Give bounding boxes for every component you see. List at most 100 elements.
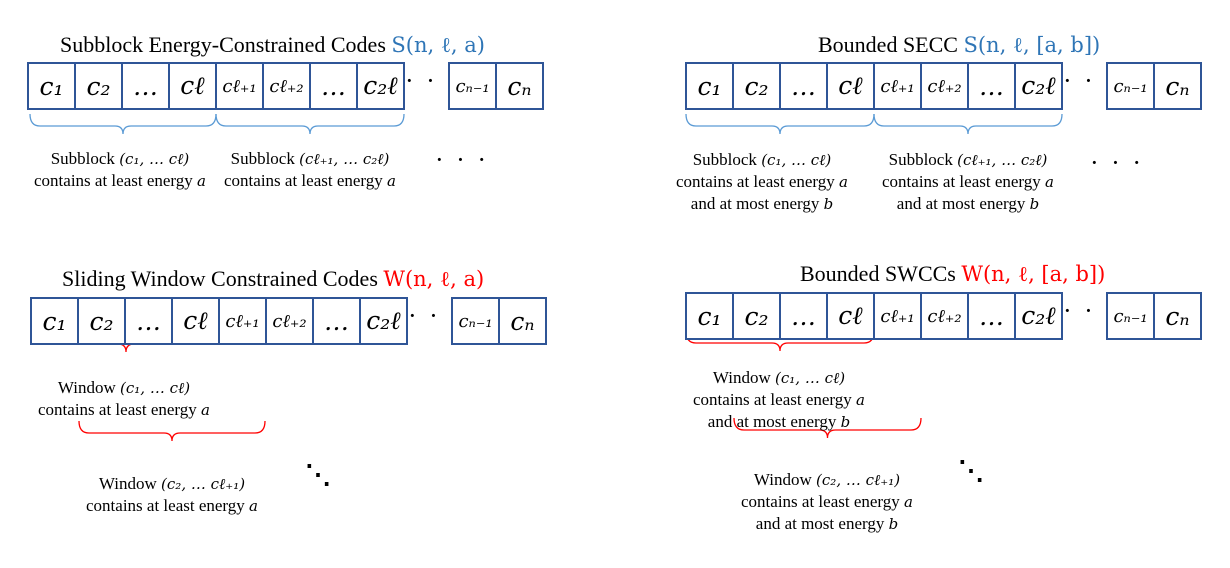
- codeword-cell: cℓ₊₁: [215, 62, 264, 110]
- caption-upper-text: and at most energy: [896, 194, 1026, 213]
- codeword-cell: …: [967, 292, 1016, 340]
- codeword-cell: cℓ₊₁: [873, 292, 922, 340]
- caption-range: (c₁, … cℓ): [119, 150, 190, 168]
- caption-upper-text: and at most energy: [690, 194, 820, 213]
- caption-lower-text: contains at least energy: [741, 492, 900, 511]
- caption-line-2: contains at least energy a: [741, 491, 913, 513]
- title-text: Subblock Energy-Constrained Codes: [60, 32, 386, 57]
- caption-line-3: and at most energy b: [741, 513, 913, 535]
- caption-range: (c₁, … cℓ): [120, 379, 191, 397]
- caption-label: Subblock: [50, 149, 115, 168]
- codeword-cell: c₂ℓ: [1014, 292, 1063, 340]
- codeword-cell: cℓ₊₂: [262, 62, 311, 110]
- continuation-dots: ⋱: [958, 456, 984, 485]
- caption-lower-text: contains at least energy: [38, 400, 197, 419]
- codeword-cell: cℓ: [826, 292, 875, 340]
- codeword-cell: c₂ℓ: [1014, 62, 1063, 110]
- caption-range: (c₂, … cℓ₊₁): [161, 475, 246, 493]
- caption-label: Subblock: [888, 150, 953, 169]
- energy-a: a: [249, 497, 258, 515]
- caption-line-2: contains at least energy a: [676, 171, 848, 193]
- codeword-cell: c₁: [30, 297, 79, 345]
- code-symbol: S(n, ℓ, [a, b]): [963, 33, 1101, 57]
- sequence-gap: · · ·: [1063, 66, 1117, 95]
- title-text: Bounded SECC: [818, 32, 958, 57]
- caption-line-2: contains at least energy a: [34, 170, 206, 192]
- caption-lower-text: contains at least energy: [693, 390, 852, 409]
- codeword-cell: …: [779, 62, 828, 110]
- brace-br-1: [733, 417, 922, 439]
- codeword-cell: c₂ℓ: [356, 62, 405, 110]
- caption-range: (cℓ₊₁, … c₂ℓ): [957, 151, 1048, 169]
- codeword-cell: c₁: [685, 62, 734, 110]
- caption-label: Window: [57, 378, 116, 397]
- caption-lower-text: contains at least energy: [224, 171, 383, 190]
- codeword-cell: cℓ: [168, 62, 217, 110]
- codeword-cell: …: [121, 62, 170, 110]
- codeword-cell: c₂: [732, 62, 781, 110]
- codeword-cell: cℓ: [826, 62, 875, 110]
- caption-line-1: Subblock (c₁, … cℓ): [676, 149, 848, 171]
- codeword-cell: cₙ: [495, 62, 544, 110]
- sequence-gap: · · ·: [405, 66, 459, 95]
- caption-label: Window: [753, 470, 812, 489]
- energy-a: a: [197, 172, 206, 190]
- continuation-dots: ⋱: [305, 460, 331, 489]
- caption-label: Subblock: [230, 149, 295, 168]
- sequence-gap: · · ·: [408, 301, 462, 330]
- codeword-cell: cℓ₊₂: [265, 297, 314, 345]
- caption-label: Subblock: [692, 150, 757, 169]
- panel-title: Bounded SWCCs W(n, ℓ, [a, b]): [800, 261, 1105, 287]
- codeword-cell: cₙ₋₁: [451, 297, 500, 345]
- caption-line-2: contains at least energy a: [38, 399, 210, 421]
- codeword-cell: cₙ: [1153, 62, 1202, 110]
- caption-range: (c₁, … cℓ): [761, 151, 832, 169]
- codeword-cell: cₙ₋₁: [448, 62, 497, 110]
- energy-b: b: [823, 195, 834, 213]
- caption-lower-text: contains at least energy: [676, 172, 835, 191]
- caption-upper-text: and at most energy: [707, 412, 837, 431]
- brace-tl-0: [29, 113, 217, 135]
- code-symbol: S(n, ℓ, a): [391, 33, 485, 57]
- caption: Window (c₂, … cℓ₊₁)contains at least ene…: [741, 469, 913, 535]
- caption: Subblock (cℓ₊₁, … c₂ℓ)contains at least …: [224, 148, 396, 192]
- code-symbol: W(n, ℓ, a): [383, 267, 485, 291]
- codeword-cell: cℓ: [171, 297, 220, 345]
- continuation-dots: · · ·: [1090, 148, 1144, 177]
- caption-line-1: Window (c₂, … cℓ₊₁): [741, 469, 913, 491]
- caption-line-1: Window (c₂, … cℓ₊₁): [86, 473, 258, 495]
- panel-title: Sliding Window Constrained Codes W(n, ℓ,…: [62, 266, 484, 292]
- caption-line-2: contains at least energy a: [224, 170, 396, 192]
- caption-line-1: Subblock (cℓ₊₁, … c₂ℓ): [224, 148, 396, 170]
- codeword-cell: cℓ₊₂: [920, 292, 969, 340]
- codeword-cell: cₙ₋₁: [1106, 292, 1155, 340]
- codeword-cell: cℓ₊₁: [218, 297, 267, 345]
- caption: Window (c₁, … cℓ)contains at least energ…: [693, 367, 865, 433]
- caption-line-2: contains at least energy a: [86, 495, 258, 517]
- caption-line-2: contains at least energy a: [693, 389, 865, 411]
- codeword-cell: …: [779, 292, 828, 340]
- caption-lower-text: contains at least energy: [882, 172, 1041, 191]
- caption: Window (c₂, … cℓ₊₁)contains at least ene…: [86, 473, 258, 517]
- brace-br-0: [685, 330, 875, 352]
- energy-a: a: [201, 401, 210, 419]
- caption-lower-text: contains at least energy: [86, 496, 245, 515]
- caption-line-1: Window (c₁, … cℓ): [693, 367, 865, 389]
- brace-tr-1: [873, 113, 1063, 135]
- title-text: Sliding Window Constrained Codes: [62, 266, 378, 291]
- code-symbol: W(n, ℓ, [a, b]): [961, 262, 1106, 286]
- codeword-cell: …: [309, 62, 358, 110]
- codeword-cell: …: [967, 62, 1016, 110]
- codeword-cell: c₁: [685, 292, 734, 340]
- caption-line-2: contains at least energy a: [882, 171, 1054, 193]
- brace-tl-1: [215, 113, 405, 135]
- energy-a: a: [904, 493, 913, 511]
- continuation-dots: · · ·: [435, 145, 489, 174]
- codeword-cell: c₂: [77, 297, 126, 345]
- caption: Window (c₁, … cℓ)contains at least energ…: [38, 377, 210, 421]
- caption-line-3: and at most energy b: [676, 193, 848, 215]
- caption-line-1: Window (c₁, … cℓ): [38, 377, 210, 399]
- caption: Subblock (cℓ₊₁, … c₂ℓ) contains at least …: [882, 149, 1054, 215]
- energy-a: a: [856, 391, 865, 409]
- codeword-cell: c₁: [27, 62, 76, 110]
